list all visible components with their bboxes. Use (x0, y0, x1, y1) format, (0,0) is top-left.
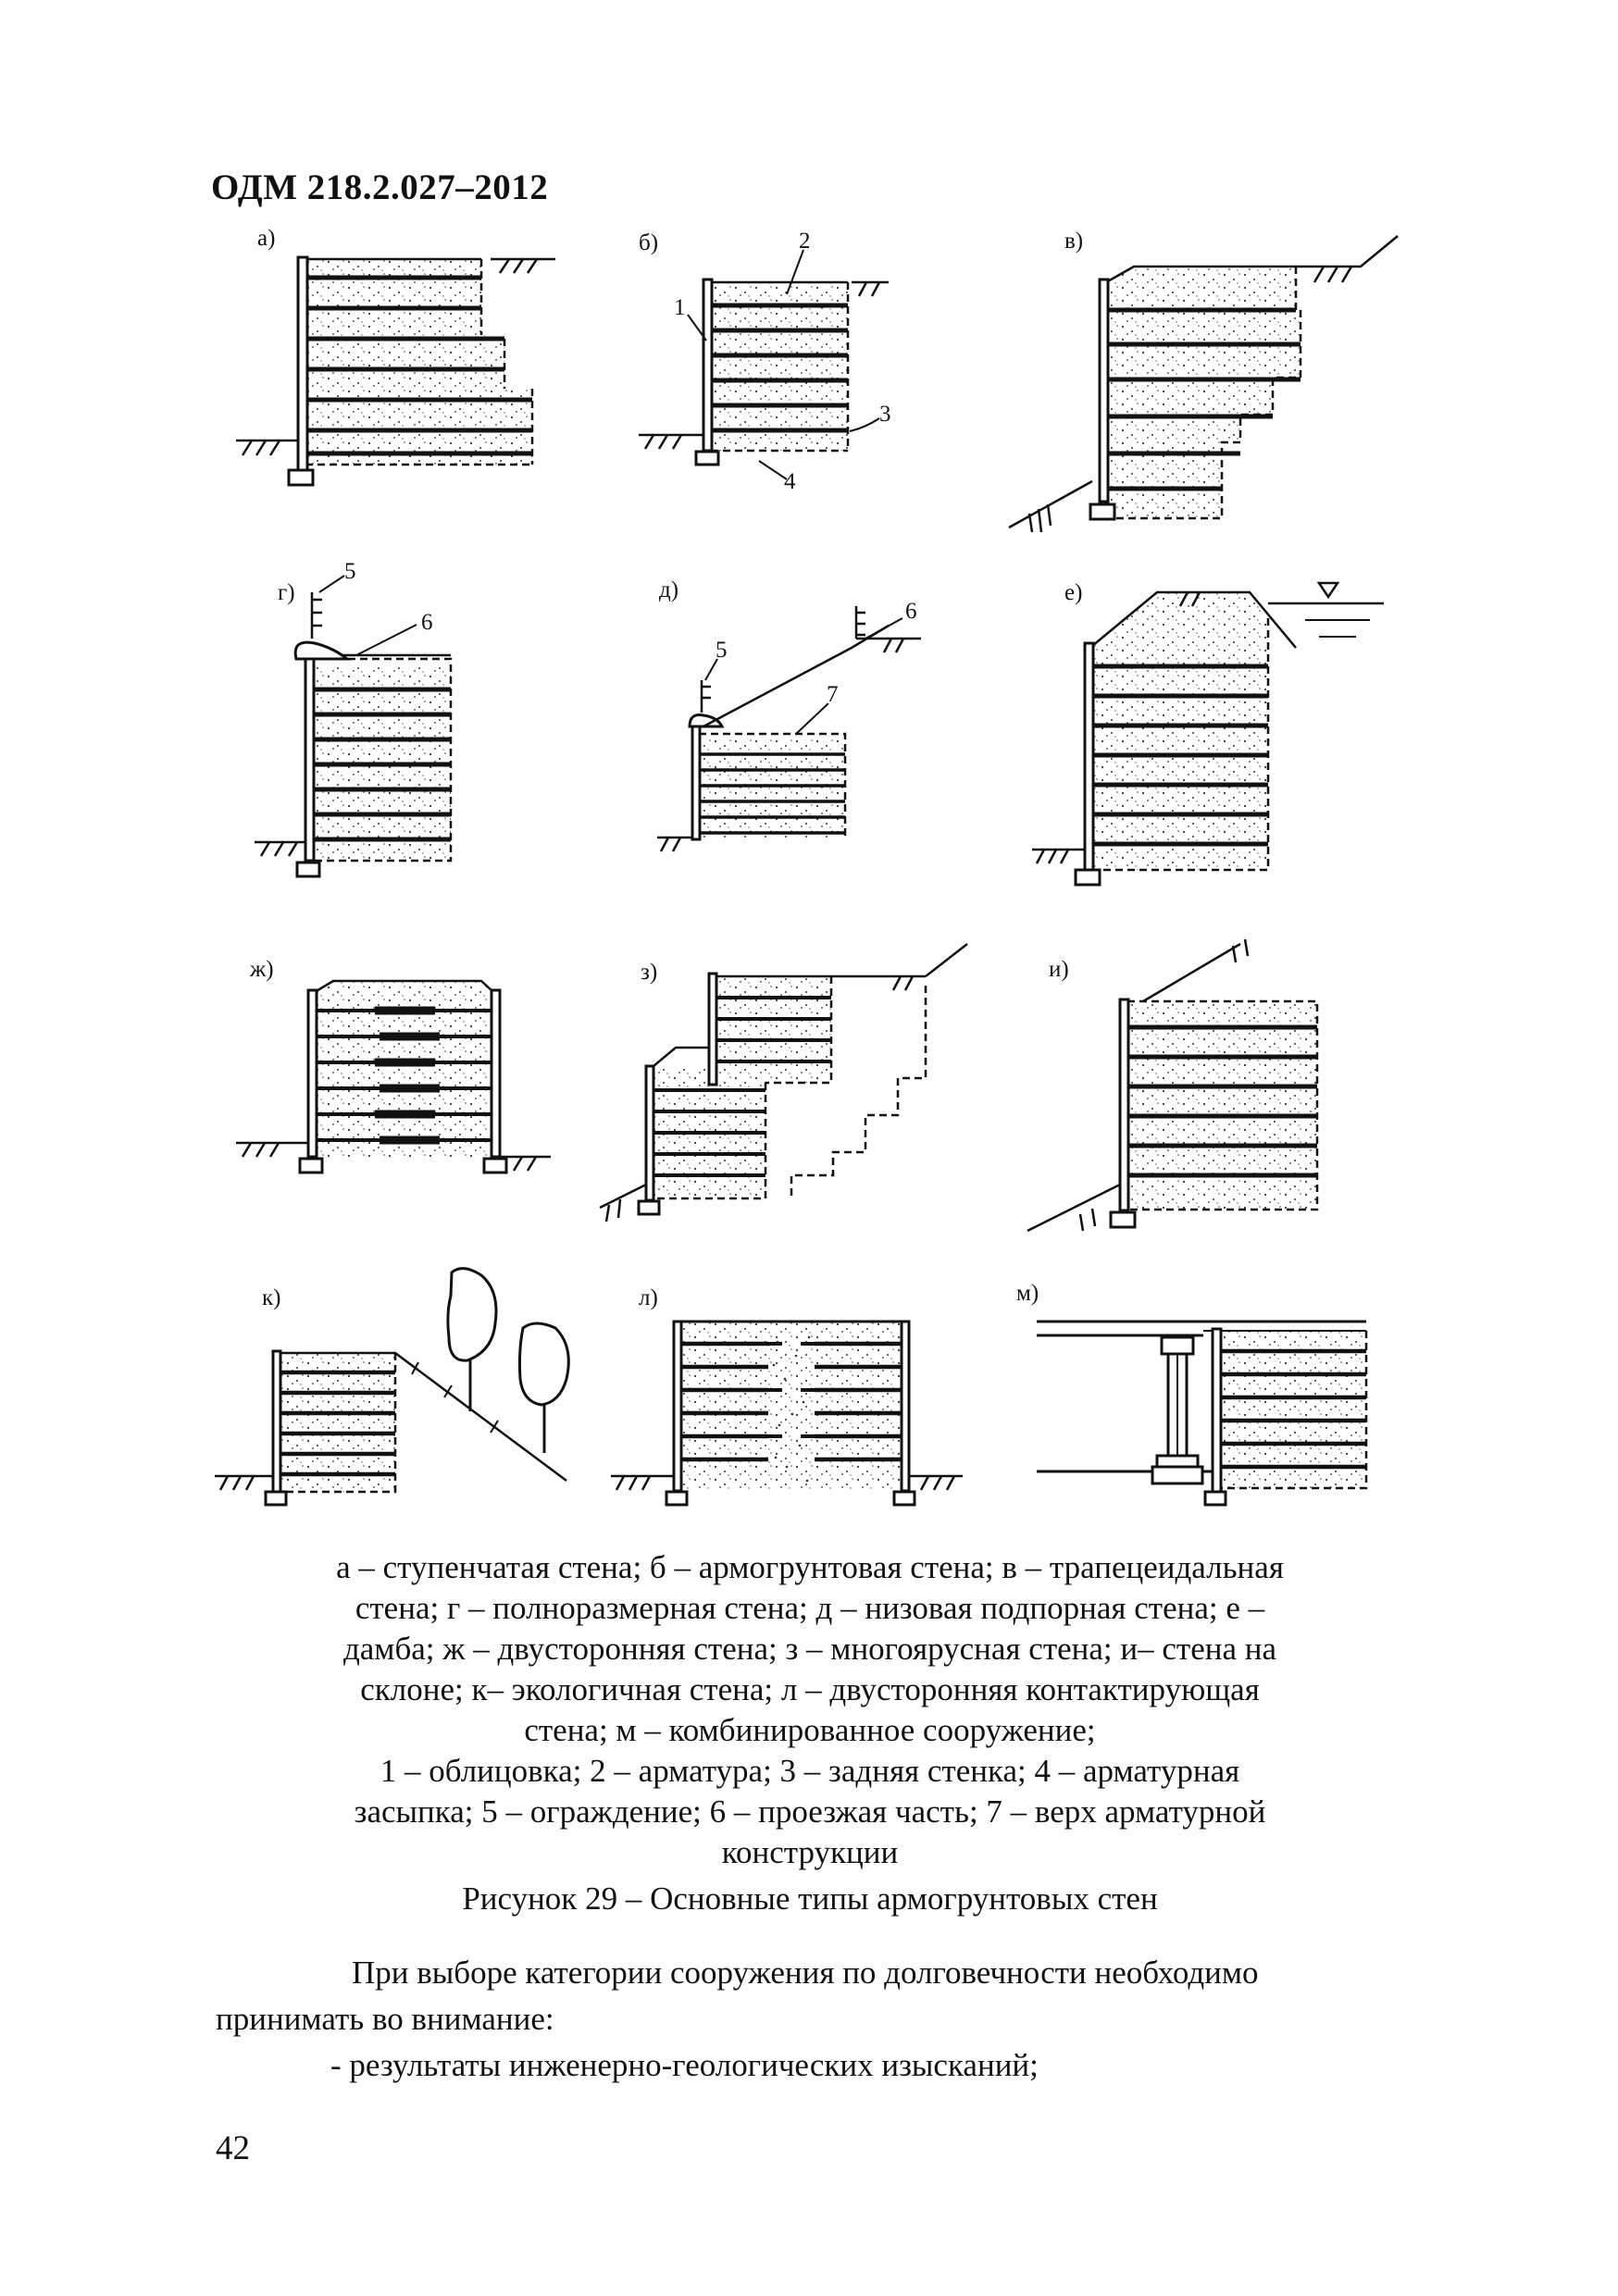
panel-label-d: д) (659, 577, 678, 602)
panel-e: е) (1032, 580, 1384, 887)
caption-line: дамба; ж – двусторонняя стена; з – много… (342, 1631, 1277, 1667)
callout-6: 6 (905, 599, 917, 624)
panel-zh: ж) (236, 957, 551, 1174)
callout-5: 5 (344, 559, 356, 584)
page-number: 42 (216, 2129, 250, 2167)
panel-l: л) (611, 1285, 963, 1507)
callout-7: 7 (827, 682, 839, 707)
panel-i: и) (1027, 938, 1319, 1233)
callout-4: 4 (784, 469, 796, 494)
panel-label-i: и) (1049, 957, 1069, 982)
panel-label-k: к) (262, 1285, 280, 1310)
panel-g: г) 5 6 (255, 559, 453, 878)
panel-label-zh: ж) (249, 957, 274, 982)
caption-line: склоне; к– экологичная стена; л – двусто… (360, 1671, 1260, 1707)
callout-6: 6 (421, 610, 433, 635)
bullet-item: - результаты инженерно-геологических изы… (330, 2047, 1039, 2083)
caption-line: а – ступенчатая стена; б – армогрунтовая… (336, 1549, 1284, 1585)
callout-5: 5 (716, 638, 728, 663)
figure-29: а) б) (215, 226, 1399, 1507)
panel-label-l: л) (639, 1285, 658, 1310)
figure-caption: а – ступенчатая стена; б – армогрунтовая… (213, 1547, 1407, 1919)
body-paragraph-line1: При выборе категории сооружения по долго… (352, 1955, 1259, 1991)
caption-line: засыпка; 5 – ограждение; 6 – проезжая ча… (354, 1793, 1266, 1830)
panel-label-a: а) (257, 226, 275, 251)
panel-b: б) 1 2 3 4 (639, 229, 891, 494)
figure-title: Рисунок 29 – Основные типы армогрунтовых… (462, 1880, 1158, 1917)
callout-2: 2 (799, 229, 811, 254)
panel-d: д) 6 5 7 (657, 577, 921, 852)
panel-label-b: б) (639, 230, 658, 255)
panel-label-v: в) (1064, 229, 1083, 254)
panel-v: в) (1008, 229, 1399, 533)
document-header: ОДМ 218.2.027–2012 (211, 168, 549, 207)
panel-label-m: м) (1016, 1281, 1039, 1306)
callout-1: 1 (674, 295, 686, 320)
panel-a: а) (236, 226, 555, 487)
panel-label-g: г) (278, 580, 295, 605)
panel-z: з) (599, 943, 968, 1222)
panel-k: к) (215, 1267, 570, 1507)
caption-line: 1 – облицовка; 2 – арматура; 3 – задняя … (380, 1753, 1240, 1789)
caption-line: стена; г – полноразмерная стена; д – низ… (355, 1590, 1265, 1626)
caption-line: стена; м – комбинированное сооружение; (524, 1712, 1096, 1748)
panel-m: м) (1016, 1281, 1368, 1507)
panel-label-e: е) (1064, 580, 1082, 605)
caption-line: конструкции (721, 1834, 899, 1870)
callout-3: 3 (879, 402, 891, 427)
panel-label-z: з) (641, 960, 657, 985)
body-paragraph-line2: принимать во внимание: (216, 2001, 554, 2037)
